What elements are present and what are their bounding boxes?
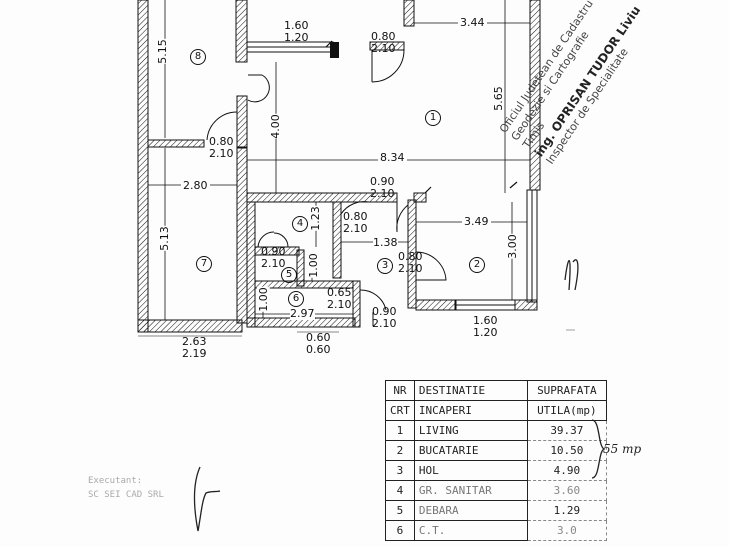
- dim-349: 3.49: [462, 215, 491, 228]
- dim-400: 4.00: [268, 114, 282, 139]
- room-number-bath: 4: [292, 216, 308, 232]
- wall-room8-room7: [147, 139, 205, 148]
- dim-344: 3.44: [458, 16, 487, 29]
- table-row: 1 LIVING 39.37: [385, 420, 607, 441]
- wall-room7-right: [236, 146, 248, 324]
- room-number-hall: 3: [377, 258, 393, 274]
- header-nr: NR: [385, 380, 415, 401]
- handwritten-total: 55 mp: [603, 442, 642, 456]
- wall-room8-right-low: [236, 95, 248, 149]
- dim-280: 2.80: [181, 179, 210, 192]
- executant-note: Executant: SC SEI CAD SRL: [88, 476, 164, 500]
- door-room8-bottom: [206, 111, 238, 141]
- room-number-boiler: 6: [288, 291, 304, 307]
- dim-300: 3.00: [505, 234, 519, 259]
- wall-hall-kitchen: [407, 199, 417, 309]
- room-number-kitchen: 2: [469, 257, 485, 273]
- dim-513: 5.13: [157, 226, 171, 251]
- table-header-row: CRT INCAPERI UTILA(mp): [385, 400, 607, 421]
- dim-100-b: 1.00: [256, 287, 270, 312]
- door-top: [371, 49, 405, 83]
- wall-room8-right-top: [235, 0, 248, 63]
- wall-living-bath: [246, 192, 398, 203]
- table-row: 5 DEBARA 1.29: [385, 500, 607, 521]
- dim-565: 5.65: [491, 86, 505, 111]
- room-number-7: 7: [196, 256, 212, 272]
- dim-297: 2.97: [290, 307, 315, 320]
- area-table: NR DESTINATIE SUPRAFATA CRT INCAPERI UTI…: [385, 380, 607, 541]
- table-row: 3 HOL 4.90: [385, 460, 607, 481]
- dim-138: 1.38: [373, 236, 398, 249]
- table-row: 2 BUCATARIE 10.50: [385, 440, 607, 461]
- dim-123: 1.23: [308, 206, 322, 231]
- header-dest: DESTINATIE: [413, 380, 528, 401]
- door-room8: [247, 74, 270, 103]
- dim-515: 5.15: [155, 39, 169, 64]
- room-number-living: 1: [425, 110, 441, 126]
- pillar-top: [330, 42, 339, 58]
- outer-wall-left: [137, 0, 149, 333]
- wall-top-right: [403, 0, 415, 27]
- room-number-storage: 5: [281, 267, 297, 283]
- room-number-8: 8: [190, 49, 206, 65]
- table-row: 4 GR. SANITAR 3.60: [385, 480, 607, 501]
- dim-100-a: 1.00: [306, 253, 320, 278]
- brace-mark: [591, 419, 606, 479]
- wall-bottom-room7: [137, 319, 243, 333]
- dim-834: 8.34: [378, 151, 407, 164]
- signature-mark: [193, 466, 221, 532]
- header-area: SUPRAFATA: [526, 380, 607, 401]
- table-row: 6 C.T. 3.0: [385, 520, 607, 541]
- table-header-row: NR DESTINATIE SUPRAFATA: [385, 380, 607, 401]
